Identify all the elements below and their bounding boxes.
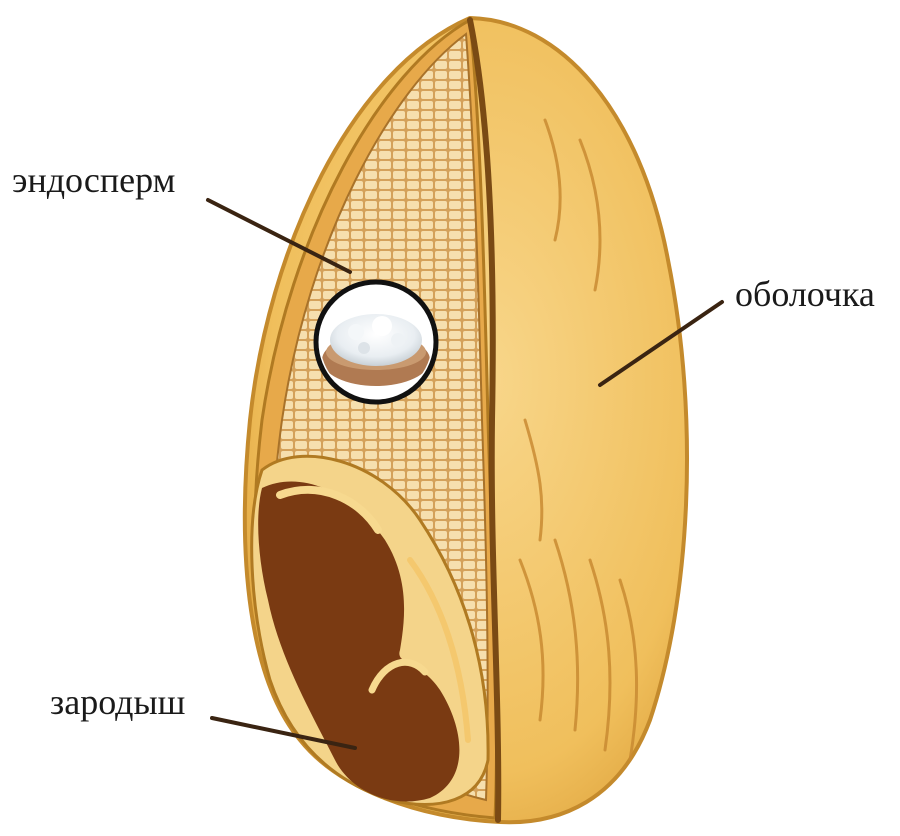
shell-label: оболочка [735, 276, 875, 312]
endosperm-label: эндосперм [12, 162, 175, 198]
inset-bowl-image [316, 282, 436, 402]
embryo-label: зародыш [50, 684, 185, 720]
